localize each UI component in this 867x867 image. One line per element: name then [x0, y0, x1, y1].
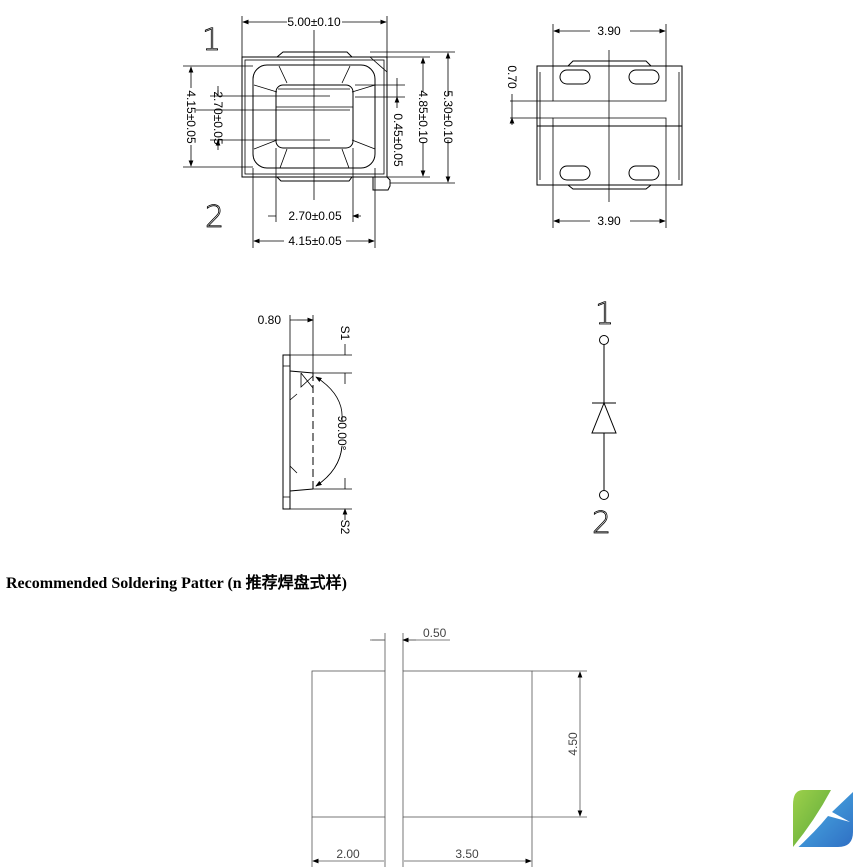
side-view: 0.80 S1 S2 90.00° — [258, 313, 352, 535]
section-heading: Recommended Soldering Patter (n 推荐焊盘式样) — [6, 575, 348, 592]
top-view: 1 2 5.00±0.10 5.30±0.10 4.85±0.10 0.45±0… — [183, 15, 455, 248]
dim-left-width: 2.00 — [336, 847, 360, 861]
dim-gap: 0.70 — [505, 65, 519, 89]
dim-height-body: 4.85±0.10 — [416, 90, 430, 144]
dim-gap: 0.50 — [423, 626, 447, 640]
label-s1: S1 — [338, 326, 352, 341]
solder-pattern: 0.50 4.50 2.00 3.50 — [312, 626, 587, 867]
pad-slot — [559, 69, 591, 85]
dim-bottom-outer: 4.15±0.05 — [288, 234, 342, 248]
dim-bottom: 3.90 — [597, 214, 621, 228]
pin2-label: 2 — [592, 506, 611, 541]
dim-gap: 0.45±0.05 — [391, 113, 405, 167]
pad-left — [311, 670, 386, 818]
pad-slot — [628, 69, 660, 85]
dim-height: 4.50 — [566, 732, 580, 756]
dim-bottom-inner: 2.70±0.05 — [288, 209, 342, 223]
dim-height: 0.80 — [258, 313, 282, 327]
dim-right-width: 3.50 — [455, 847, 479, 861]
pin2-label: 2 — [205, 200, 224, 235]
company-logo — [793, 789, 853, 848]
dim-left-inner: 2.70±0.05 — [211, 91, 225, 145]
bottom-view: 3.90 3.90 0.70 — [505, 24, 683, 228]
pin1-label: 1 — [595, 297, 614, 332]
dim-height-outer: 5.30±0.10 — [441, 90, 455, 144]
dim-left-outer: 4.15±0.05 — [184, 90, 198, 144]
pad-slot — [559, 165, 591, 181]
pad-slot — [628, 165, 660, 181]
angle-label: 90.00° — [335, 416, 349, 451]
label-s2: S2 — [338, 520, 352, 535]
pad-right — [402, 670, 533, 818]
dim-top: 3.90 — [597, 24, 621, 38]
pin1-label: 1 — [202, 23, 221, 58]
package-outline — [183, 16, 455, 248]
dim-width: 5.00±0.10 — [287, 15, 341, 29]
diode-schematic: 1 2 — [591, 297, 617, 541]
